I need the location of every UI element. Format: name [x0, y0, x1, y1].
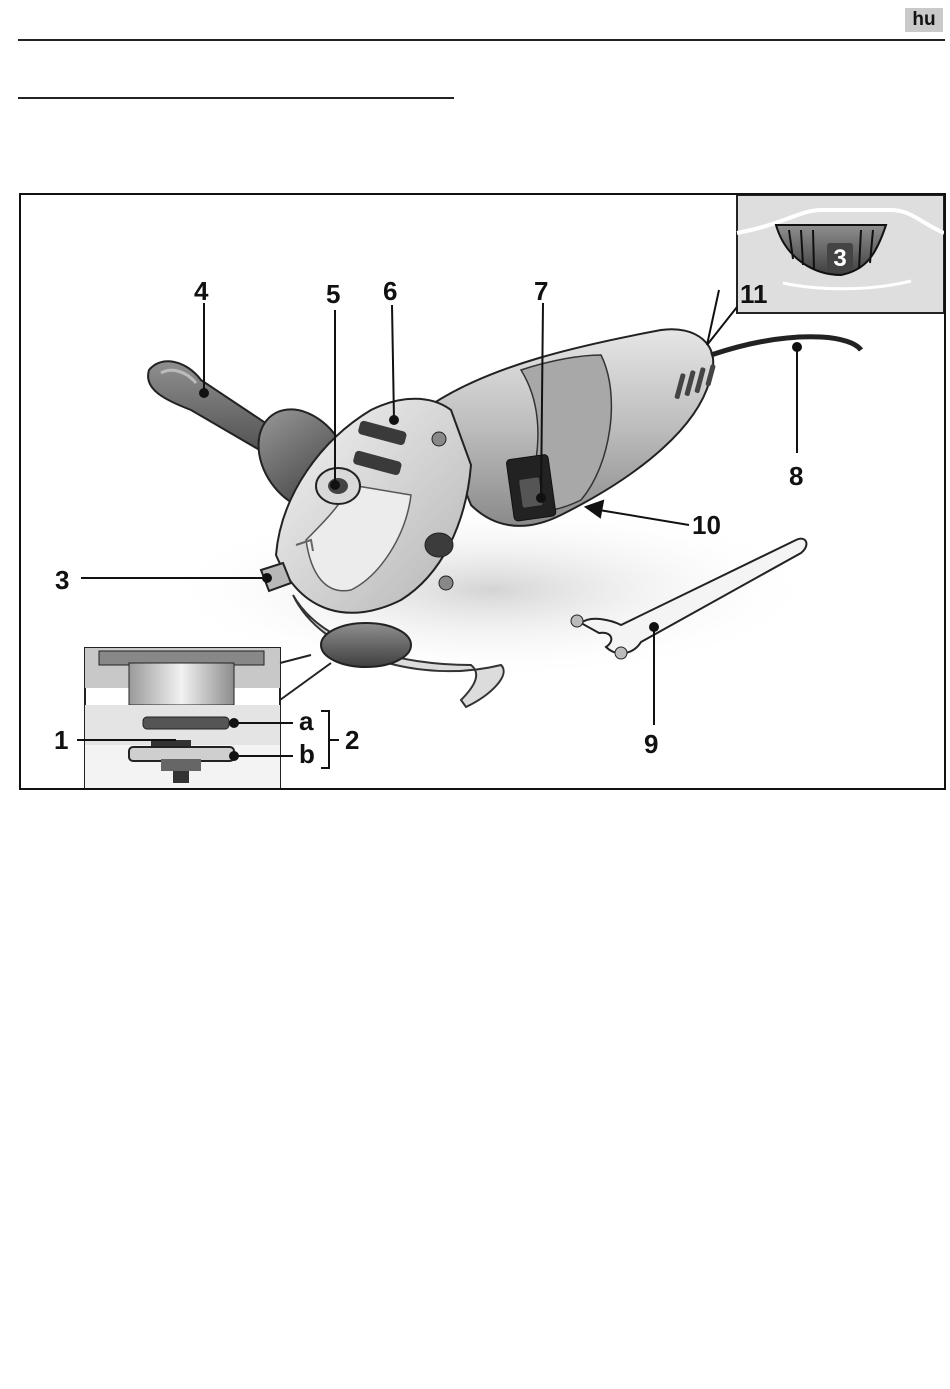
callout-8: 8	[789, 463, 803, 489]
speed-dial-value: 3	[833, 245, 846, 272]
callout-1: 1	[54, 727, 68, 753]
callout-7: 7	[534, 278, 548, 304]
callout-4: 4	[194, 278, 208, 304]
callout-2: 2	[345, 727, 359, 753]
section-rule	[18, 97, 454, 99]
callout-6: 6	[383, 278, 397, 304]
callout-2b: b	[299, 741, 315, 767]
angle-grinder-illustration: 3	[21, 195, 944, 788]
callout-9: 9	[644, 731, 658, 757]
callout-10: 10	[692, 512, 721, 538]
language-badge: hu	[905, 8, 943, 32]
callout-2a: a	[299, 708, 313, 734]
angle-grinder-figure: 3	[19, 193, 946, 790]
callout-5: 5	[326, 281, 340, 307]
callout-11: 11	[740, 281, 768, 307]
header-rule	[18, 39, 945, 41]
callout-3: 3	[55, 567, 69, 593]
